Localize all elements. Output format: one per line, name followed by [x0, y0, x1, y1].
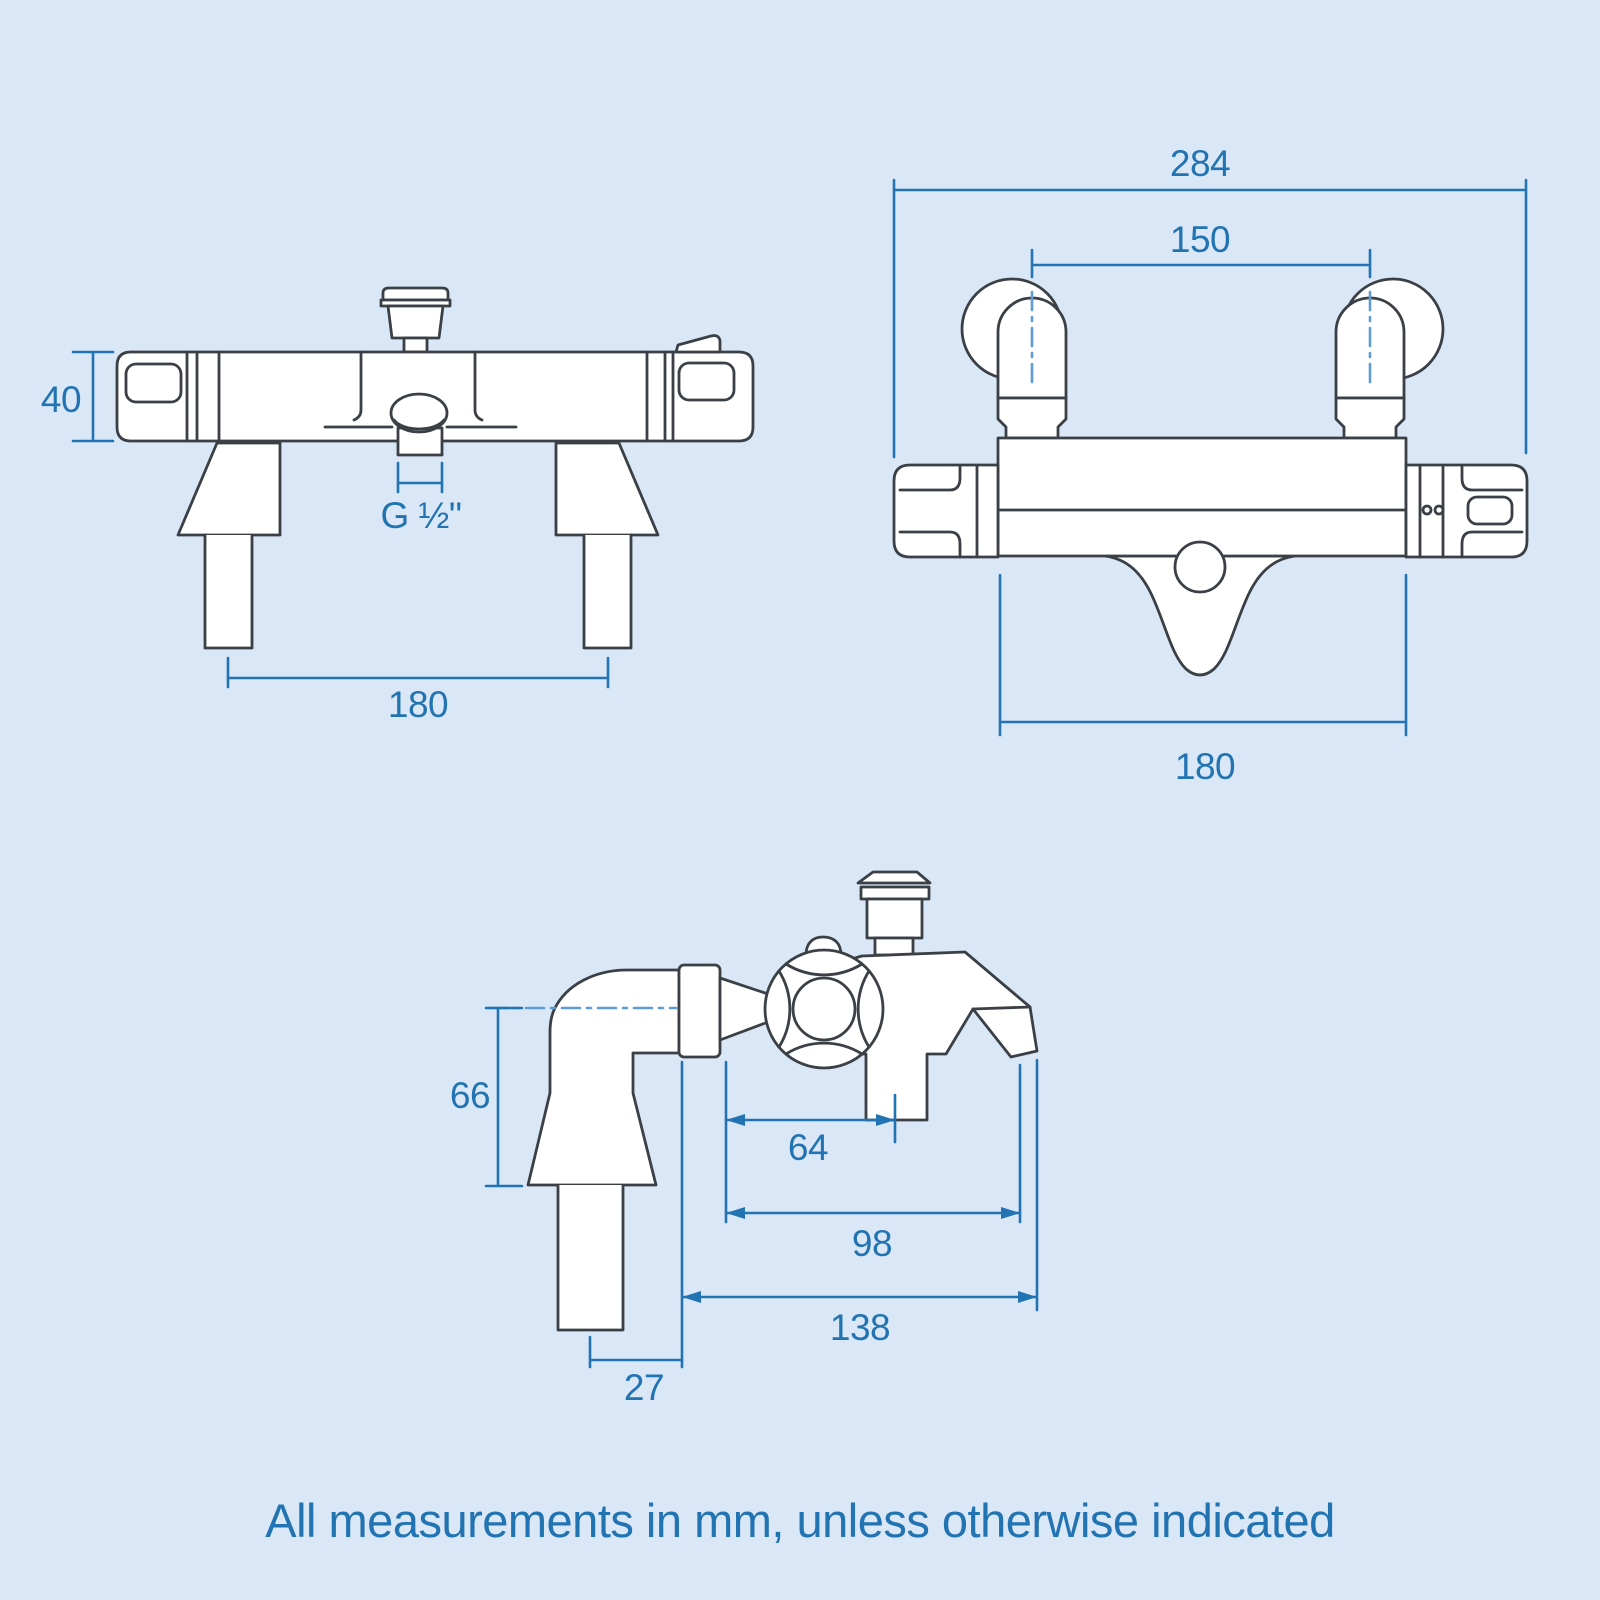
- dim-line: [680, 1058, 1039, 1369]
- dim-line: [1030, 248, 1372, 279]
- front-left-cap-detail: [124, 362, 183, 404]
- front-diverter-neck: [402, 336, 429, 354]
- dim-rear-body-width: 180: [998, 573, 1408, 787]
- measurement-note: All measurements in mm, unless otherwise…: [265, 1494, 1335, 1547]
- side-view-drawing: [488, 870, 1039, 1332]
- front-right-cap-detail: [677, 361, 736, 402]
- rear-handle-dot: [1421, 504, 1433, 516]
- side-joint-cone: [718, 976, 770, 1042]
- side-tail: [556, 1183, 625, 1332]
- dim-side-outlet-offset: 64: [724, 1093, 897, 1168]
- side-spout-joint-line: [971, 1005, 1032, 1011]
- front-recess-lines: [352, 350, 484, 422]
- side-diverter-body: [865, 897, 924, 940]
- dim-line: [998, 573, 1408, 737]
- rear-centerlines: [1030, 290, 1372, 387]
- dim-side-spout-reach: 98: [724, 1060, 1022, 1264]
- front-diverter-body: [386, 304, 445, 340]
- front-right-tail: [582, 533, 633, 650]
- dim-label-150: 150: [1170, 219, 1230, 260]
- rear-body: [996, 436, 1408, 558]
- side-diverter-ring: [859, 885, 931, 901]
- side-body-and-spout: [853, 950, 1039, 1122]
- side-knob-grips: [777, 962, 871, 1056]
- dim-line: [226, 656, 610, 689]
- dim-line: [892, 178, 1528, 459]
- side-diverter-neck: [873, 936, 915, 957]
- rear-left-handle: [892, 463, 1000, 559]
- front-right-skirt: [554, 441, 660, 537]
- front-view-drawing: [115, 286, 755, 650]
- dim-label-27: 27: [624, 1367, 664, 1408]
- front-left-tail: [203, 533, 254, 650]
- rear-left-inlet-pipe: [996, 296, 1068, 400]
- side-elbow-collar: [677, 963, 722, 1059]
- dim-label-98: 98: [852, 1223, 892, 1264]
- dim-label-thread: G ½": [380, 495, 461, 536]
- rear-handle-dot: [1433, 504, 1445, 516]
- rear-shroud: [1103, 554, 1297, 677]
- front-spout-opening: [389, 392, 449, 434]
- rear-right-handle-grip: [1466, 495, 1514, 526]
- dim-line: [484, 1006, 524, 1188]
- dim-front-body-height: 40: [41, 350, 115, 443]
- side-elbow: [526, 968, 681, 1187]
- side-diverter-cap: [856, 870, 932, 885]
- dim-line: [724, 1060, 1022, 1224]
- front-spout-block: [396, 426, 444, 457]
- rear-left-inlet-collar: [996, 396, 1068, 440]
- front-left-skirt: [176, 441, 282, 537]
- dim-label-180: 180: [388, 684, 448, 725]
- front-lever: [674, 334, 722, 354]
- rear-view-drawing: [892, 277, 1529, 677]
- rear-right-handle: [1404, 463, 1529, 559]
- dim-line: [396, 461, 444, 494]
- rear-right-inlet-pipe: [1334, 296, 1406, 400]
- dim-side-tail-offset: 27: [588, 1335, 684, 1408]
- front-diverter-cap: [381, 286, 450, 302]
- rear-left-handle-detail: [898, 463, 979, 559]
- rear-right-inlet-collar: [1334, 396, 1406, 440]
- dim-front-spout-thread: G ½": [380, 461, 462, 536]
- dim-line: [724, 1093, 897, 1144]
- dim-label-284: 284: [1170, 143, 1230, 184]
- dim-front-tail-spacing: 180: [226, 656, 610, 725]
- front-spout-lip: [392, 418, 446, 431]
- dim-rear-overall-width: 284: [892, 143, 1528, 459]
- dim-side-overall-depth: 138: [680, 1058, 1039, 1369]
- dim-line: [588, 1335, 684, 1369]
- front-body-dividers: [185, 350, 675, 443]
- dim-label-180: 180: [1175, 746, 1235, 787]
- side-knob: [763, 948, 885, 1070]
- side-knob-hub: [791, 976, 857, 1042]
- dim-label-138: 138: [830, 1307, 890, 1348]
- dim-label-64: 64: [788, 1127, 828, 1168]
- dim-line: [71, 350, 115, 443]
- dim-label-66: 66: [450, 1075, 490, 1116]
- dim-label-40: 40: [41, 379, 81, 420]
- dim-rear-inlet-spacing: 150: [1030, 219, 1372, 279]
- dim-side-inlet-height: 66: [450, 1006, 524, 1188]
- rear-shroud-hole: [1173, 540, 1227, 594]
- dim-arrowheads: [726, 1114, 895, 1126]
